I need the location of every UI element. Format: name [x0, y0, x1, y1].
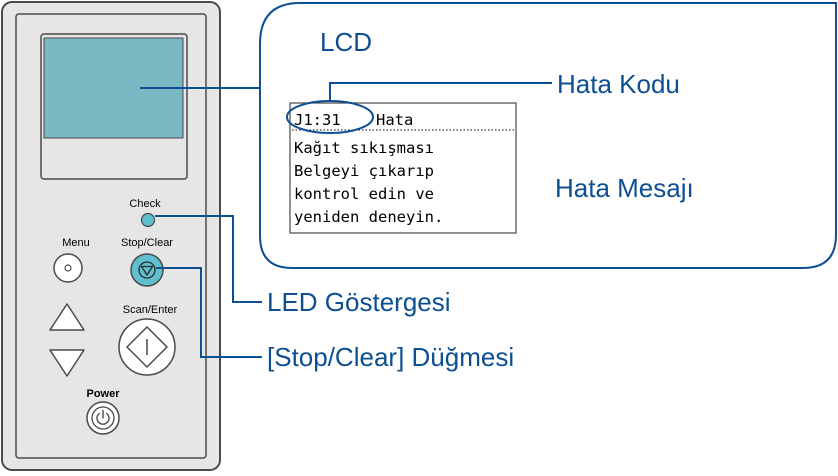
menu-label: Menu	[62, 237, 90, 249]
stop-clear-leader-line	[156, 267, 262, 358]
diamond-icon	[125, 325, 169, 369]
scan-enter-button[interactable]	[118, 318, 176, 376]
lcd-line-1: Kağıt sıkışması	[294, 139, 434, 157]
lcd-display	[40, 33, 188, 180]
stop-clear-button-shape[interactable]	[130, 253, 164, 287]
lcd-line-3: kontrol edin ve	[294, 185, 434, 203]
error-code-leader-line	[329, 82, 552, 101]
lcd-line-2: Belgeyi çıkarıp	[294, 162, 434, 180]
operator-panel: Check Menu Stop/Clear Scan/Enter Power	[1, 1, 221, 471]
menu-button-shape[interactable]	[53, 253, 83, 283]
stop-clear-button[interactable]	[130, 253, 164, 287]
menu-dot-icon	[64, 264, 72, 272]
lcd-enlarged: J1:31 Hata Kağıt sıkışması Belgeyi çıkar…	[289, 102, 517, 234]
scan-enter-label: Scan/Enter	[123, 304, 178, 316]
power-inner-ring	[91, 406, 115, 430]
up-arrow-button[interactable]	[49, 303, 85, 331]
menu-button[interactable]	[53, 253, 83, 283]
error-message-label: Hata Mesajı	[555, 173, 694, 203]
check-led	[140, 212, 156, 228]
lcd-callout-title: LCD	[320, 27, 372, 57]
error-word: Hata	[376, 111, 413, 129]
error-code: J1:31	[294, 111, 341, 129]
stop-clear-button-label: [Stop/Clear] Düğmesi	[267, 342, 514, 372]
power-icon	[96, 412, 110, 425]
lcd-line-4: yeniden deneyin.	[294, 208, 443, 226]
check-label: Check	[129, 198, 161, 210]
power-label: Power	[86, 388, 120, 400]
panel-inner-frame	[15, 13, 207, 459]
led-leader-line	[155, 215, 262, 303]
power-button[interactable]	[86, 401, 120, 435]
led-label: LED Göstergesi	[267, 287, 451, 317]
lcd-enlarged-frame	[289, 102, 517, 234]
stop-clear-label: Stop/Clear	[121, 237, 173, 249]
stop-clear-ring	[138, 261, 156, 279]
stop-triangle-icon	[140, 265, 154, 276]
down-arrow-button[interactable]	[49, 349, 85, 377]
error-code-label: Hata Kodu	[557, 69, 680, 99]
